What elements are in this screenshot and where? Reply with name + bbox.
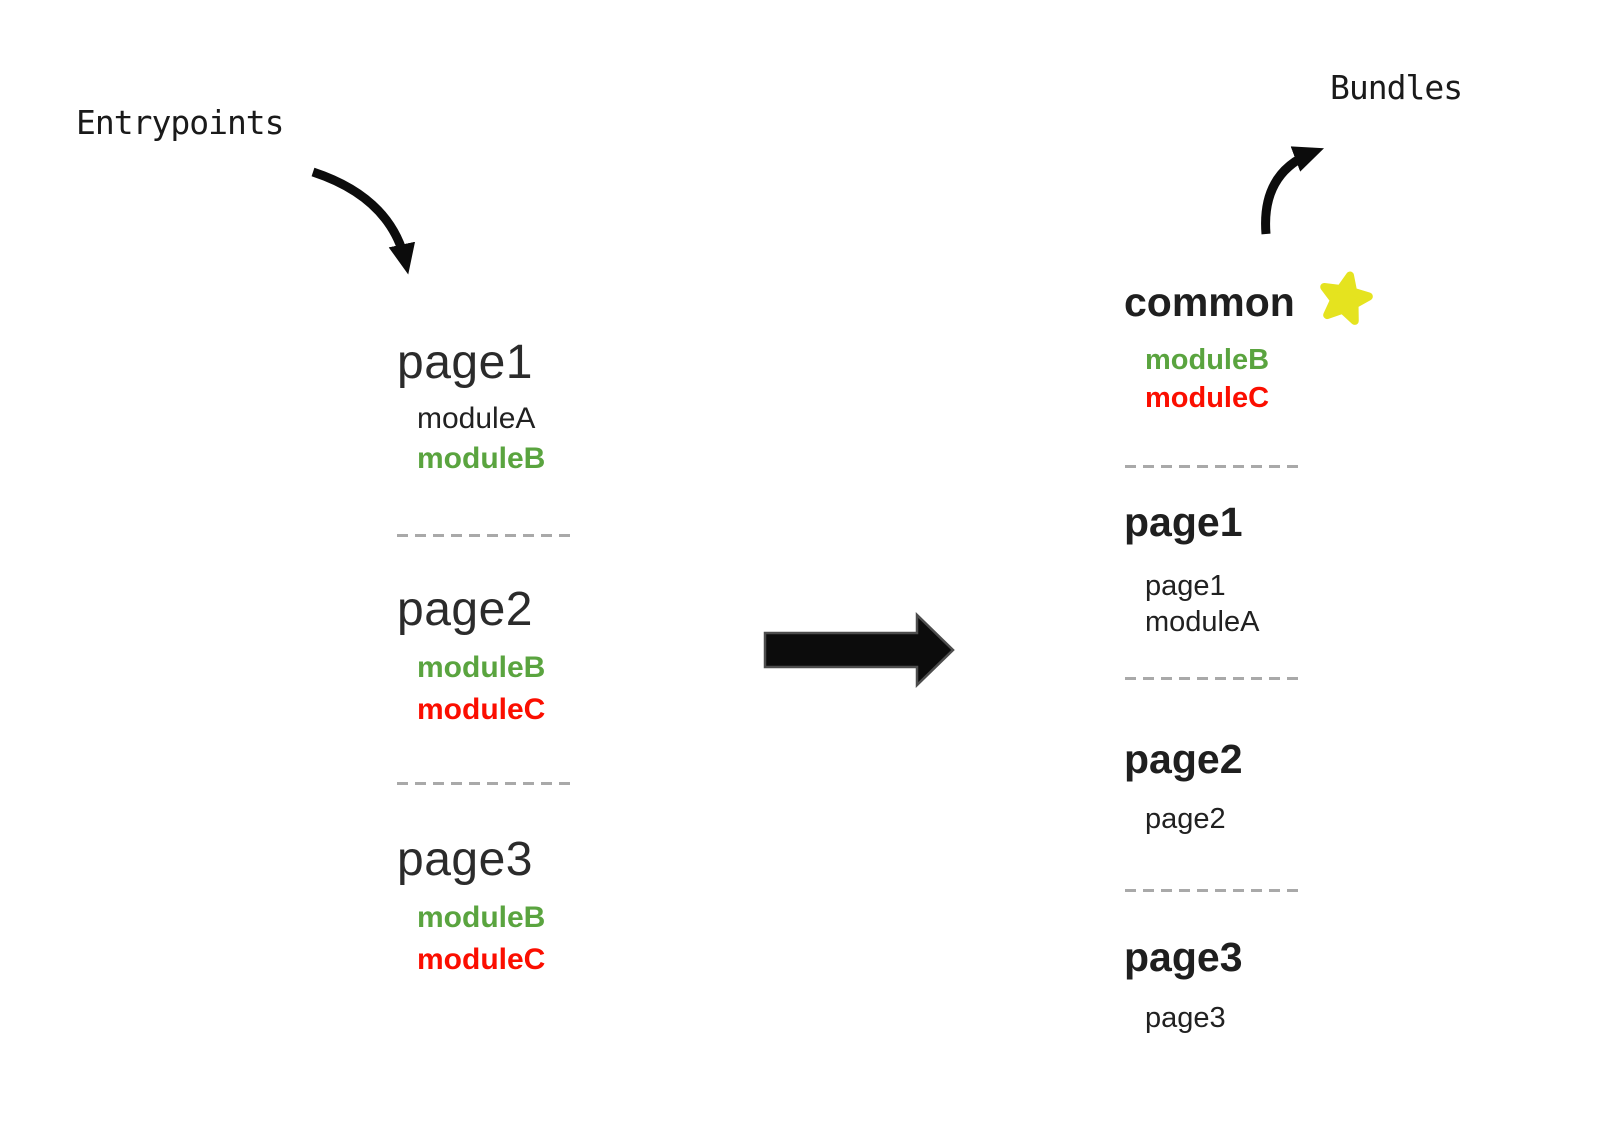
bundle-group-modules-common: moduleB moduleC — [1145, 341, 1269, 417]
module-item: moduleC — [417, 693, 546, 726]
module-item: page3 — [1145, 1002, 1226, 1034]
module-item: moduleC — [417, 943, 546, 976]
bundles-label: Bundles — [1330, 68, 1463, 107]
entry-group-modules-page2: moduleB moduleC — [417, 647, 545, 731]
bundle-group-title-page3: page3 — [1124, 934, 1243, 980]
module-item: moduleB — [417, 651, 546, 684]
module-item: moduleB — [417, 442, 546, 475]
bundle-group-modules-page1: page1 moduleA — [1145, 568, 1259, 640]
bundle-group-modules-page3: page3 — [1145, 1000, 1226, 1036]
entry-group-title-page2: page2 — [397, 583, 533, 636]
entry-group-modules-page1: moduleA moduleB — [417, 399, 545, 479]
entry-group-title-page3: page3 — [397, 833, 533, 886]
module-item: moduleA — [1145, 606, 1260, 638]
module-item: moduleB — [417, 901, 546, 934]
dashed-divider — [1125, 677, 1305, 680]
star-icon — [1313, 267, 1377, 331]
bundle-group-title-page1: page1 — [1124, 499, 1243, 545]
entrypoints-label: Entrypoints — [76, 103, 285, 142]
module-item: moduleA — [417, 402, 536, 435]
transform-arrow — [763, 612, 955, 688]
module-item: moduleB — [1145, 344, 1270, 376]
module-item: moduleC — [1145, 382, 1270, 414]
bundle-group-title-page2: page2 — [1124, 736, 1243, 782]
dashed-divider — [1125, 465, 1305, 468]
dashed-divider — [397, 534, 577, 537]
bundle-group-title-common: common — [1124, 279, 1295, 325]
bundles-arrow — [1261, 146, 1325, 235]
dashed-divider — [1125, 889, 1305, 892]
entry-group-title-page1: page1 — [397, 336, 533, 389]
module-item: page1 — [1145, 570, 1226, 602]
bundle-group-modules-page2: page2 — [1145, 801, 1226, 837]
entry-group-modules-page3: moduleB moduleC — [417, 897, 545, 981]
dashed-divider — [397, 782, 577, 785]
entrypoints-arrow — [311, 167, 416, 275]
module-item: page2 — [1145, 803, 1226, 835]
